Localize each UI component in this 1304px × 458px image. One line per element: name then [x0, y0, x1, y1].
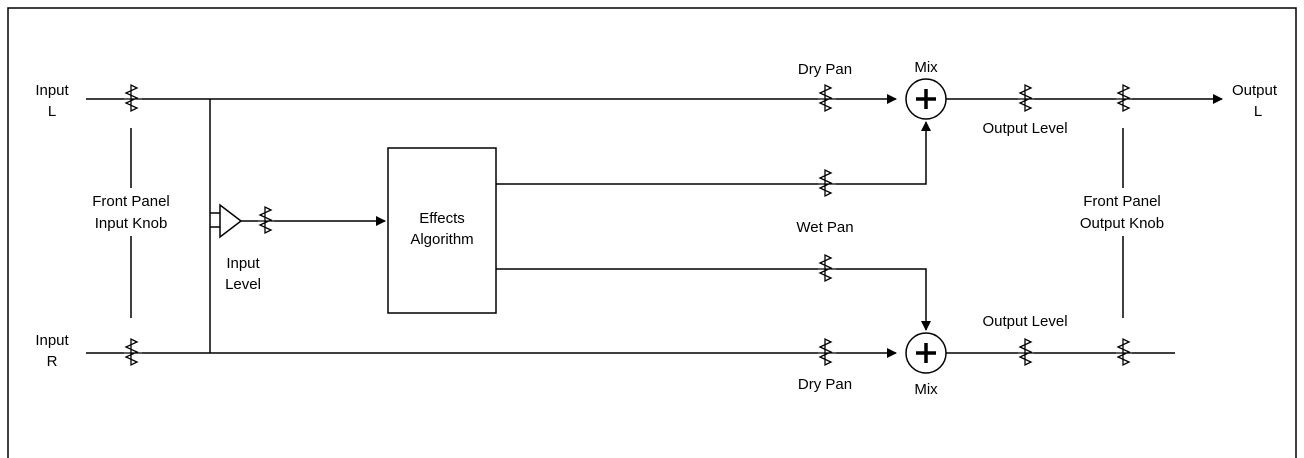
mix-l-plus-circle-icon — [905, 78, 947, 120]
wet-pan-label: Wet Pan — [796, 219, 853, 236]
dry-pan-r-pot-icon — [818, 337, 836, 367]
dry-pan-bottom-label: Dry Pan — [798, 376, 852, 393]
output-l-label-line1: Output — [1232, 82, 1278, 99]
output-level-l-pot-icon — [1018, 83, 1034, 113]
wire-wet-upper-to-mix — [836, 121, 931, 185]
output-level-r-pot-icon — [1018, 337, 1034, 367]
input-level-label-line1: Input — [226, 255, 260, 272]
mix-r-plus-circle-icon — [905, 332, 947, 374]
input-amplifier-icon — [219, 203, 243, 239]
input-level-label-line2: Level — [225, 276, 261, 293]
wire-wet-lower-to-mix — [836, 268, 931, 331]
front-panel-output-label-line1: Front Panel — [1083, 193, 1161, 210]
output-knob-l-pot-icon — [1116, 83, 1132, 113]
dry-pan-top-label: Dry Pan — [798, 61, 852, 78]
input-knob-r-pot-icon — [124, 337, 142, 367]
input-knob-l-pot-icon — [124, 83, 142, 113]
mix-bottom-label: Mix — [914, 381, 938, 398]
input-r-label-line2: R — [47, 353, 58, 370]
wet-pan-upper-pot-icon — [818, 168, 836, 198]
input-level-pot-icon — [258, 205, 274, 235]
output-l-label-line2: L — [1254, 103, 1262, 120]
front-panel-output-label-line2: Output Knob — [1080, 215, 1164, 232]
front-panel-input-label-line1: Front Panel — [92, 193, 170, 210]
output-level-top-label: Output Level — [982, 120, 1067, 137]
wet-pan-lower-pot-icon — [818, 253, 836, 283]
effects-algorithm-box — [387, 147, 497, 314]
dry-pan-l-pot-icon — [818, 83, 836, 113]
diagram-frame — [7, 7, 1297, 458]
input-l-label-line1: Input — [35, 82, 69, 99]
front-panel-input-label-line2: Input Knob — [95, 215, 168, 232]
input-r-label-line1: Input — [35, 332, 69, 349]
effects-algorithm-label-line1: Effects — [419, 210, 465, 227]
mix-top-label: Mix — [914, 59, 938, 76]
output-knob-r-pot-icon — [1116, 337, 1132, 367]
input-l-label-line2: L — [48, 103, 56, 120]
output-level-bottom-label: Output Level — [982, 313, 1067, 330]
effects-algorithm-label-line2: Algorithm — [410, 231, 473, 248]
